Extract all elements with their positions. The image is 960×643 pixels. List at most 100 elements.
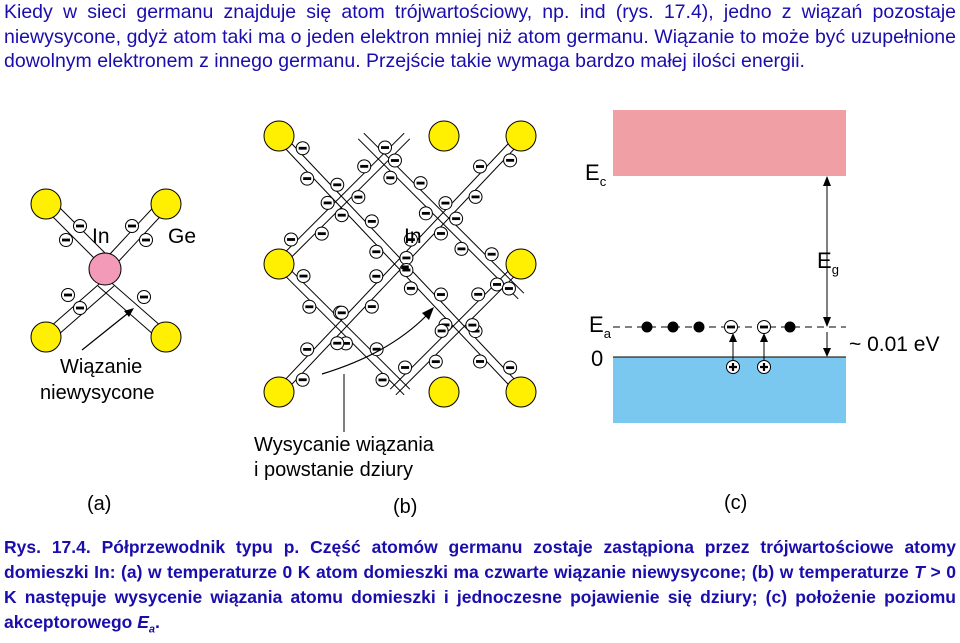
note-a-line2: niewysycone bbox=[40, 382, 155, 404]
label-eg: Eg bbox=[817, 248, 839, 277]
panel-label-b: (b) bbox=[393, 496, 417, 518]
ionized-acceptor bbox=[724, 320, 738, 334]
electron bbox=[369, 244, 384, 259]
electron bbox=[403, 281, 418, 296]
note-a-line1: Wiązanie bbox=[60, 356, 142, 378]
ge-atom bbox=[505, 376, 537, 408]
electron bbox=[398, 360, 413, 375]
ge-atom bbox=[30, 188, 62, 220]
caption-t: T bbox=[914, 562, 925, 582]
panel-label-a: (a) bbox=[87, 493, 111, 515]
electron-dot bbox=[784, 321, 796, 333]
electron bbox=[73, 301, 87, 315]
intro-text: Kiedy w sieci germanu znajduje się atom … bbox=[4, 1, 956, 72]
label-zero: 0 bbox=[591, 346, 603, 371]
intro-paragraph: Kiedy w sieci germanu znajduje się atom … bbox=[4, 0, 956, 74]
electron bbox=[351, 190, 366, 205]
ionized-acceptor bbox=[757, 320, 771, 334]
ge-atom bbox=[263, 248, 295, 280]
ge-atom bbox=[428, 376, 460, 408]
electron bbox=[330, 336, 345, 351]
electron bbox=[501, 281, 516, 296]
electron bbox=[137, 290, 151, 304]
electron bbox=[334, 208, 349, 223]
label-ea: Ea bbox=[589, 312, 612, 341]
figure-caption: Rys. 17.4. Półprzewodnik typu p. Część a… bbox=[4, 535, 956, 643]
electron-dot bbox=[693, 321, 705, 333]
electron bbox=[364, 299, 379, 314]
electron bbox=[413, 176, 428, 191]
caption-part1: Rys. 17.4. Półprzewodnik typu p. Część a… bbox=[4, 537, 956, 582]
electron bbox=[503, 153, 518, 168]
electron bbox=[369, 269, 384, 284]
gap-arrowhead-top bbox=[823, 176, 831, 186]
panel-b: In - Wysycanie wiązania i powstanie dziu… bbox=[254, 120, 537, 518]
electron bbox=[433, 226, 448, 241]
ge-atom bbox=[150, 188, 182, 220]
electron bbox=[73, 219, 87, 233]
ge-atom bbox=[428, 120, 460, 152]
bond-line bbox=[357, 138, 519, 300]
label-in-a: In bbox=[92, 225, 110, 248]
electron bbox=[468, 189, 483, 204]
panel-a: In Ge Wiązanie niewysycone (a) bbox=[30, 188, 196, 515]
charge-minus: - bbox=[400, 249, 410, 282]
electron bbox=[300, 342, 315, 357]
ge-atom bbox=[263, 120, 295, 152]
electron bbox=[418, 206, 433, 221]
electron bbox=[357, 159, 372, 174]
electron bbox=[428, 354, 443, 369]
electron bbox=[139, 233, 153, 247]
ge-atom bbox=[30, 321, 62, 353]
electron bbox=[302, 299, 317, 314]
electron bbox=[434, 323, 449, 338]
ge-atom bbox=[263, 376, 295, 408]
label-ge-a: Ge bbox=[168, 225, 196, 248]
electron-dot bbox=[641, 321, 653, 333]
electron bbox=[484, 247, 499, 262]
electron bbox=[61, 288, 75, 302]
electron bbox=[295, 372, 310, 387]
caption-ea: Ea bbox=[137, 612, 156, 636]
electron-dot bbox=[667, 321, 679, 333]
electron bbox=[300, 171, 315, 186]
electron bbox=[125, 219, 139, 233]
arrowhead-b bbox=[422, 307, 434, 320]
conduction-band bbox=[613, 110, 846, 176]
acceptor-electrons bbox=[641, 320, 796, 334]
energy-label: ~ 0.01 eV bbox=[849, 333, 940, 356]
electron bbox=[438, 196, 453, 211]
ge-atom bbox=[505, 120, 537, 152]
electron bbox=[320, 195, 335, 210]
gap-arrowhead-bottom bbox=[823, 317, 831, 327]
panel-c: Ec Eg Ea 0 ~ 0.01 eV (c) bbox=[585, 110, 940, 514]
holes bbox=[726, 360, 771, 374]
electron bbox=[454, 241, 469, 256]
pointer-arrow-b bbox=[321, 315, 427, 375]
arrowhead-a bbox=[124, 308, 134, 317]
label-in-b: In bbox=[404, 225, 422, 248]
pointer-arrow-a bbox=[81, 309, 133, 351]
electron bbox=[330, 177, 345, 192]
caption-part2: > 0 K następuje wysycenie wiązania atomu… bbox=[4, 562, 956, 632]
lattice-atoms-b bbox=[263, 120, 537, 408]
electron bbox=[471, 287, 486, 302]
electron bbox=[378, 140, 393, 155]
ge-atom bbox=[505, 248, 537, 280]
bond-line bbox=[275, 138, 519, 396]
electron bbox=[59, 233, 73, 247]
note-b-line1: Wysycanie wiązania bbox=[254, 434, 435, 456]
electron bbox=[383, 170, 398, 185]
electron bbox=[489, 277, 504, 292]
electron bbox=[473, 354, 488, 369]
electron bbox=[334, 305, 349, 320]
electron bbox=[296, 269, 311, 284]
panel-label-c: (c) bbox=[724, 492, 747, 514]
label-ec: Ec bbox=[585, 160, 607, 189]
bond-line bbox=[275, 132, 519, 390]
electron bbox=[364, 214, 379, 229]
ge-atom bbox=[150, 321, 182, 353]
electron bbox=[465, 318, 480, 333]
in-atom bbox=[88, 252, 122, 286]
